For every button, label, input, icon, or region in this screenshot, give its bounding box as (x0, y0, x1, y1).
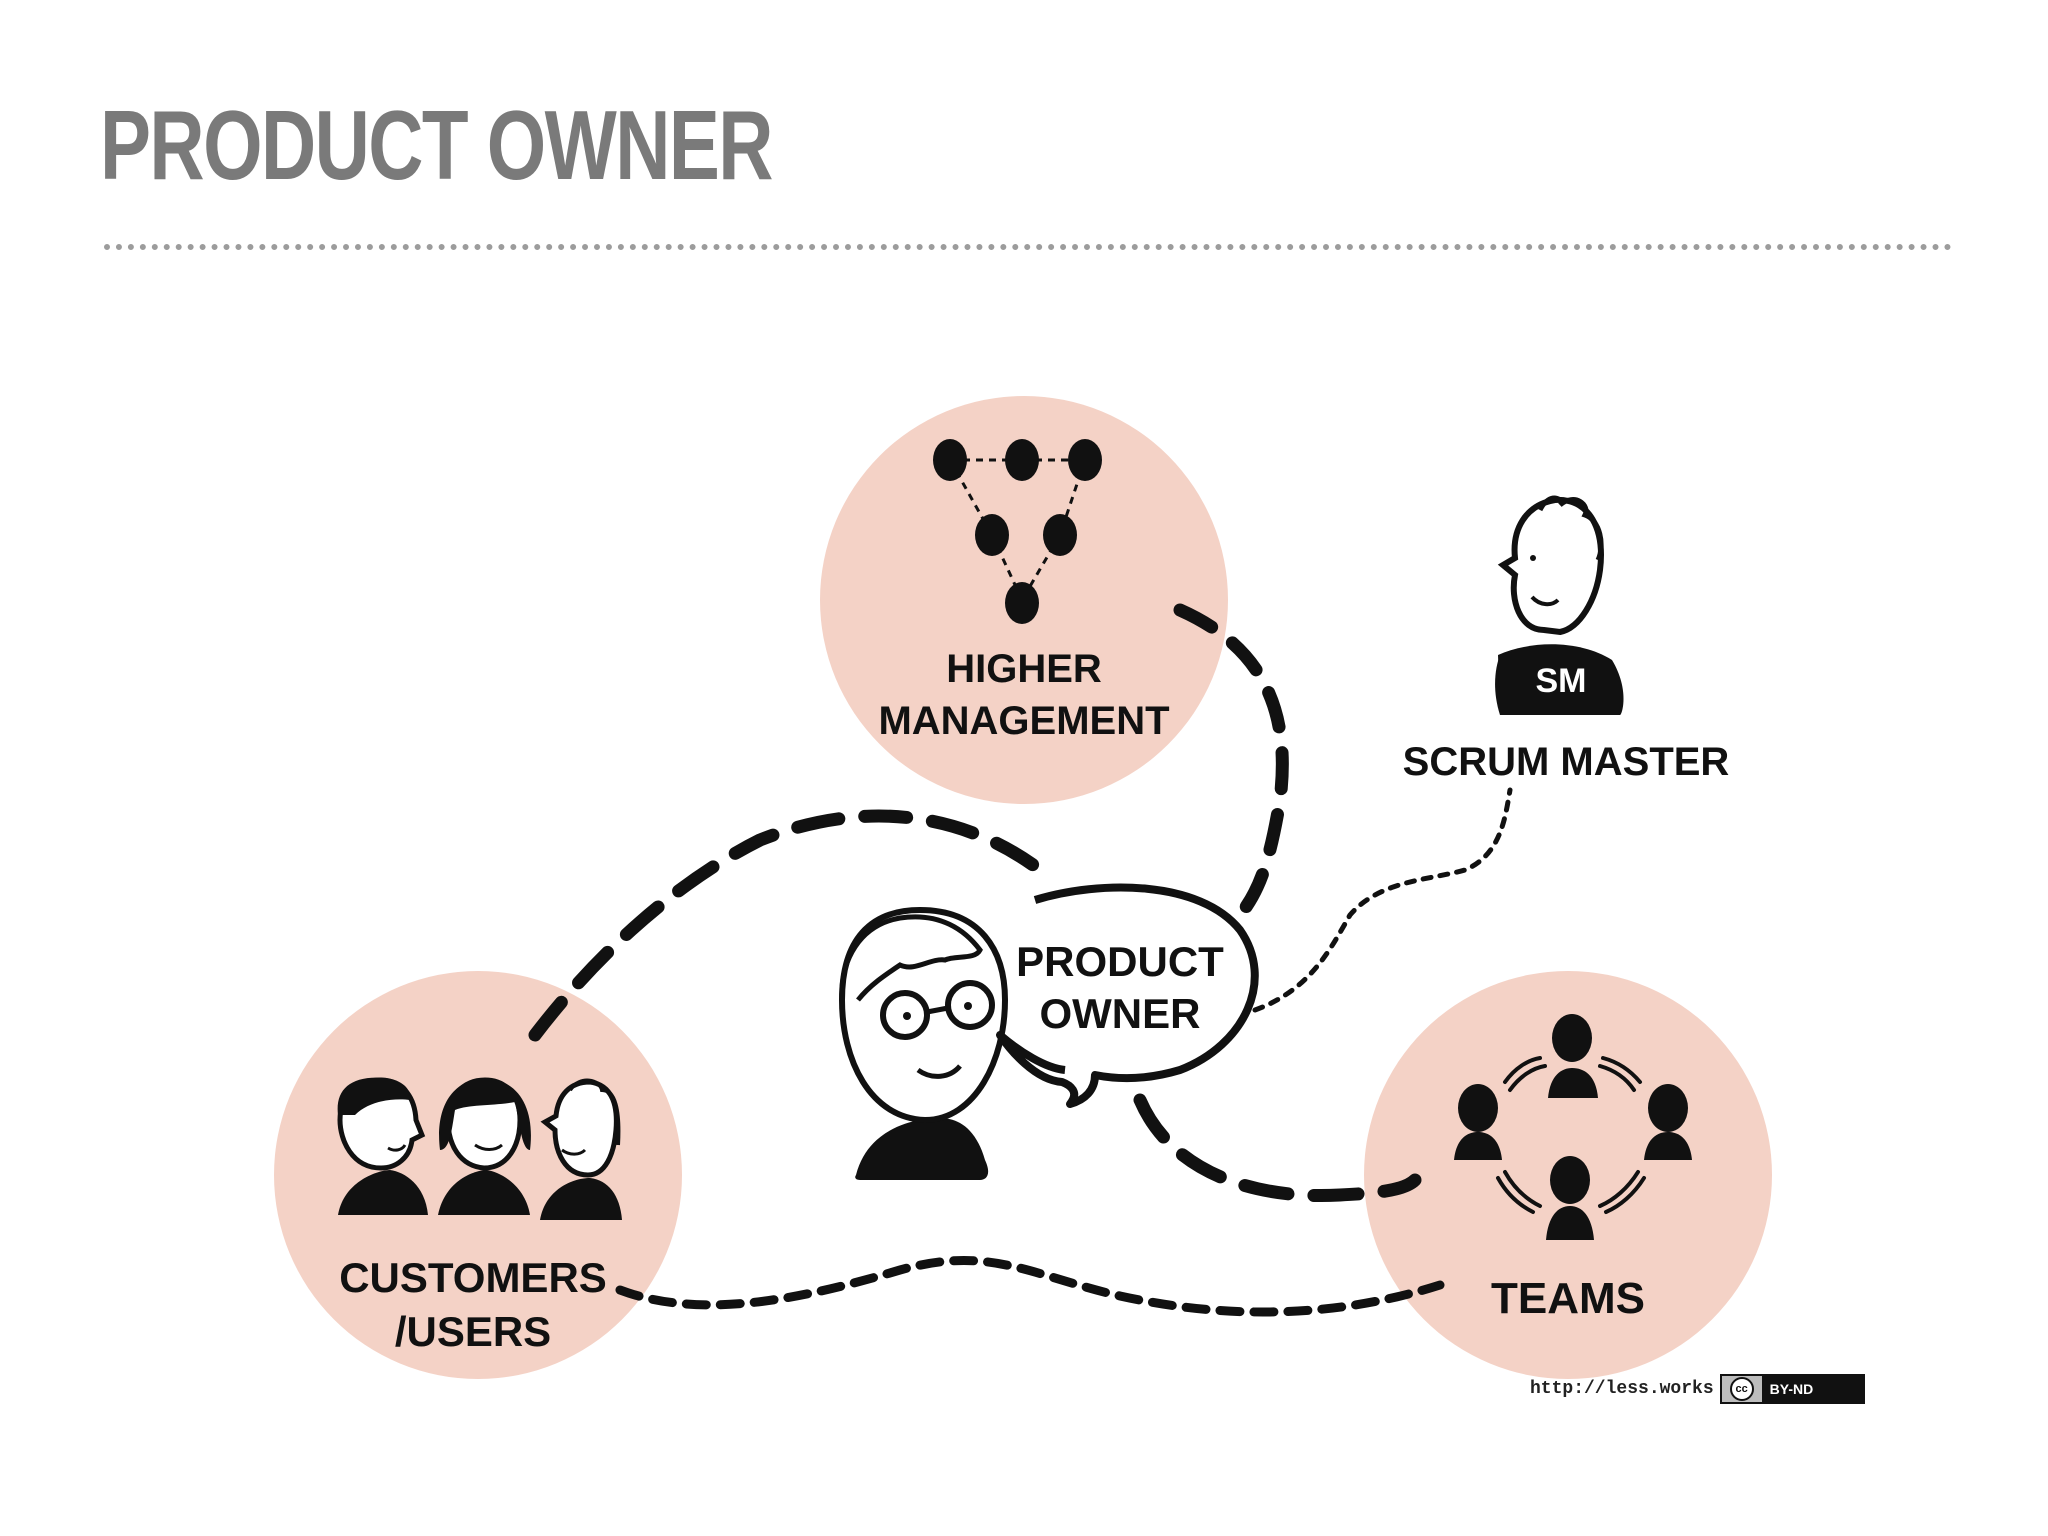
product-owner-label-line2: OWNER (1040, 990, 1201, 1037)
customers-label-line1: CUSTOMERS (339, 1254, 607, 1301)
po-to-scrum-master-path (1252, 787, 1513, 1013)
product-owner-label-line1: PRODUCT (1016, 938, 1224, 985)
customers-faces-icon (337, 1077, 622, 1220)
teams-ring-icon (1454, 1014, 1692, 1240)
higher-management-label-line1: HIGHER (946, 647, 1102, 691)
po-to-customers-path (528, 809, 1047, 1042)
cc-license-badge[interactable]: cc BY-ND (1719, 1374, 1866, 1404)
customers-label-line2: /USERS (395, 1308, 551, 1355)
credit-url[interactable]: http://less.works (1530, 1379, 1714, 1399)
page-title: PRODUCT OWNER (100, 90, 773, 200)
creative-commons-icon: cc (1729, 1377, 1754, 1401)
scrum-master-badge: SM (1536, 662, 1587, 700)
cc-license-text: BY-ND (1769, 1381, 1814, 1397)
higher-management-label-line2: MANAGEMENT (878, 699, 1169, 743)
product-owner-figure (838, 906, 1009, 1180)
credit-footer: http://less.works cc BY-ND (1530, 1374, 1866, 1404)
speech-bubble (996, 883, 1259, 1108)
management-hierarchy-icon (933, 439, 1102, 624)
scrum-master-figure (1495, 495, 1624, 715)
cc-icon-area: cc (1721, 1376, 1762, 1402)
scrum-master-label: SCRUM MASTER (1403, 740, 1730, 784)
title-divider (104, 244, 1952, 250)
customers-to-teams-path (615, 1256, 1445, 1317)
po-to-management-path (1173, 603, 1289, 922)
po-to-teams-path (1133, 1093, 1422, 1203)
teams-label: TEAMS (1491, 1274, 1645, 1323)
